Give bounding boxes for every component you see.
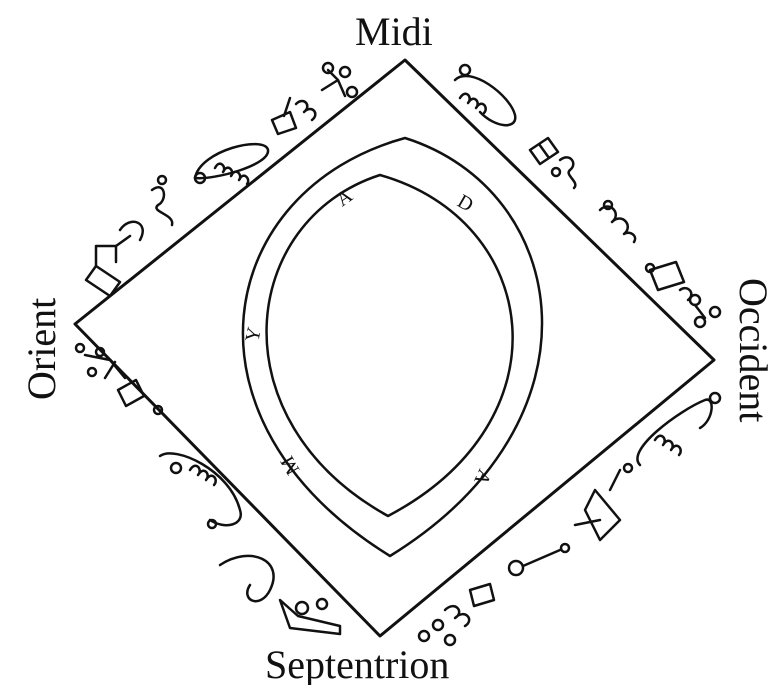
outer-vesica — [243, 138, 542, 556]
upper-left-seals — [86, 63, 357, 296]
ring-letter-m: M — [276, 452, 304, 479]
diamond-frame — [75, 60, 714, 636]
ring-letter-a-top: A — [332, 184, 357, 211]
lower-right-seals — [419, 393, 720, 645]
ring-letter-d: D — [454, 190, 478, 216]
direction-septentrion: Septentrion — [265, 642, 449, 685]
direction-occident: Occident — [731, 278, 774, 422]
ring-letter-a-bottom: A — [469, 466, 495, 489]
direction-orient: Orient — [19, 298, 64, 400]
ring-letter-y: Y — [241, 325, 266, 344]
lower-left-seals — [76, 344, 340, 634]
direction-midi: Midi — [355, 9, 433, 54]
inner-vesica — [267, 175, 513, 516]
